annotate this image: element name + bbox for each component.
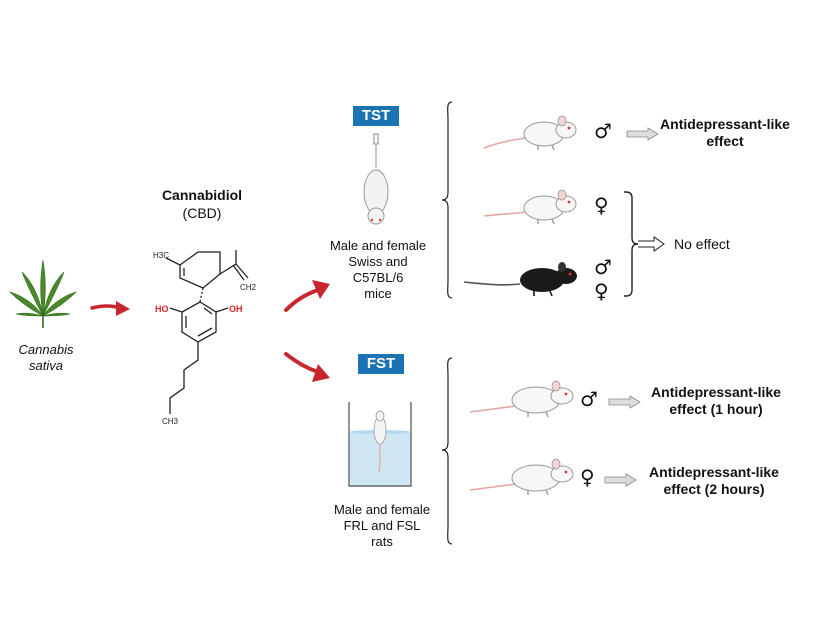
atom-h3c: H3C (153, 251, 169, 260)
white-rat-icon (469, 380, 574, 418)
fst-group2-result: Antidepressant-like effect (2 hours) (644, 464, 784, 498)
tst-group1-result-line1: Antidepressant-like (660, 116, 790, 132)
gray-arrow-icon (604, 473, 637, 487)
atom-oh-left: HO (155, 304, 169, 314)
fst-badge: FST (358, 354, 404, 374)
hanging-mouse-icon (363, 133, 389, 225)
fst-group2-result-line2: effect (2 hours) (663, 481, 765, 497)
fst-subject-line2: FRL and FSL (343, 518, 421, 533)
tst-badge: TST (353, 106, 399, 126)
fst-subject-line3: rats (371, 534, 393, 549)
red-arrow-to-cbd (90, 301, 130, 316)
plant-name-line1: Cannabis (18, 342, 74, 357)
black-mouse-icon (463, 262, 577, 297)
water-tank-icon (348, 402, 412, 487)
tst-group1-sex: ♂ (594, 119, 612, 143)
tst-subject-line2: Swiss and (348, 254, 408, 269)
fst-subject-line1: Male and female (333, 502, 431, 517)
plant-name-line2: sativa (29, 358, 63, 373)
red-arrow-to-fst (284, 352, 330, 382)
atom-oh-right: OH (229, 304, 243, 314)
fst-brace (441, 357, 453, 545)
no-effect-bracket (624, 191, 665, 297)
tst-group3-sex-male: ♂ (594, 255, 612, 279)
white-mouse-icon (483, 189, 577, 225)
atom-ch3: CH3 (162, 417, 179, 426)
tst-group3-sex-female: ♀ (594, 279, 609, 303)
plant-name: Cannabis sativa (0, 342, 92, 374)
tst-subject-line3: C57BL/6 (352, 270, 404, 285)
compound-abbrev: (CBD) (182, 205, 222, 221)
fst-group1-result-line2: effect (1 hour) (669, 401, 763, 417)
compound-name: Cannabidiol (161, 187, 243, 203)
tst-subject-line1: Male and female (329, 238, 427, 253)
fst-group1-result: Antidepressant-like effect (1 hour) (646, 384, 786, 418)
white-mouse-icon (483, 115, 577, 151)
cbd-structure: H3C CH2 HO OH CH3 (153, 250, 257, 426)
tst-no-effect-label: No effect (674, 236, 730, 252)
tst-brace (441, 101, 453, 299)
fst-group1-sex: ♂ (580, 387, 598, 411)
fst-group2-result-line1: Antidepressant-like (649, 464, 779, 480)
fst-subjects: Male and female FRL and FSL rats (324, 502, 440, 550)
tst-group1-result-line2: effect (706, 133, 744, 149)
compound-label: Cannabidiol (CBD) (140, 186, 264, 222)
tst-group2-sex: ♀ (594, 193, 609, 217)
fst-group1-result-line1: Antidepressant-like (651, 384, 781, 400)
tst-subjects: Male and female Swiss and C57BL/6 mice (318, 238, 438, 302)
cannabis-leaf-icon (8, 259, 78, 328)
atom-ch2: CH2 (240, 283, 257, 292)
fst-group2-sex: ♀ (580, 465, 595, 489)
tst-subject-line4: mice (364, 286, 392, 301)
tst-group1-result: Antidepressant-like effect (660, 116, 790, 150)
gray-arrow-icon (608, 395, 641, 409)
white-rat-icon (469, 458, 574, 496)
gray-arrow-icon (626, 127, 659, 141)
red-arrow-to-tst (284, 280, 330, 312)
